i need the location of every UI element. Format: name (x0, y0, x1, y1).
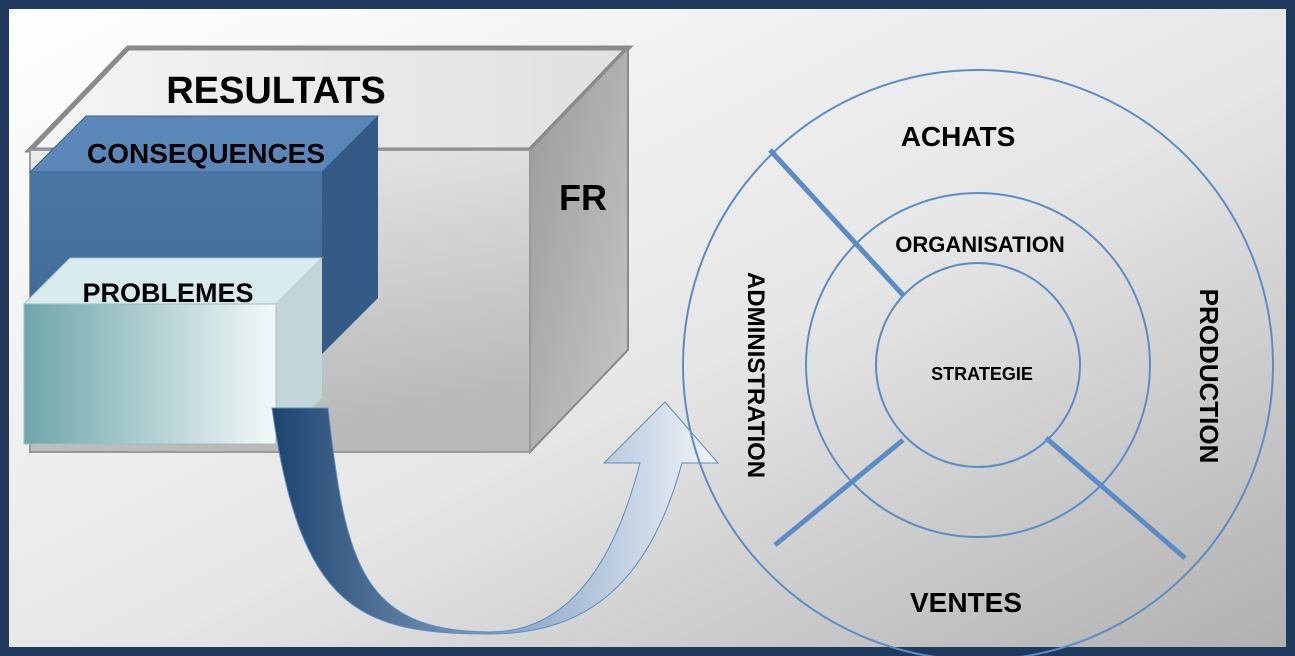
divider-upper-left (768, 148, 905, 297)
problemes-box (22, 257, 324, 445)
divider-lower-left (773, 438, 905, 547)
problemes-box-side (276, 258, 322, 444)
resultats-label: RESULTATS (166, 70, 386, 112)
production-label: PRODUCTION (1194, 289, 1224, 464)
outer-circle (682, 69, 1274, 656)
achats-label: ACHATS (901, 121, 1016, 152)
consequences-label: CONSEQUENCES (87, 138, 325, 169)
divider-lower-right (1044, 436, 1187, 560)
inner-circle (875, 262, 1081, 468)
administration-label: ADMINISTRATION (742, 272, 769, 478)
fr-label: FR (559, 177, 607, 218)
consequences-box-side (322, 116, 378, 354)
middle-circle (805, 192, 1151, 538)
company-circles (682, 69, 1274, 656)
strategie-label: STRATEGIE (931, 364, 1033, 384)
problemes-box-front (23, 303, 277, 445)
organisation-label: ORGANISATION (895, 232, 1064, 257)
problemes-label: PROBLEMES (82, 278, 253, 308)
ventes-label: VENTES (910, 587, 1022, 618)
